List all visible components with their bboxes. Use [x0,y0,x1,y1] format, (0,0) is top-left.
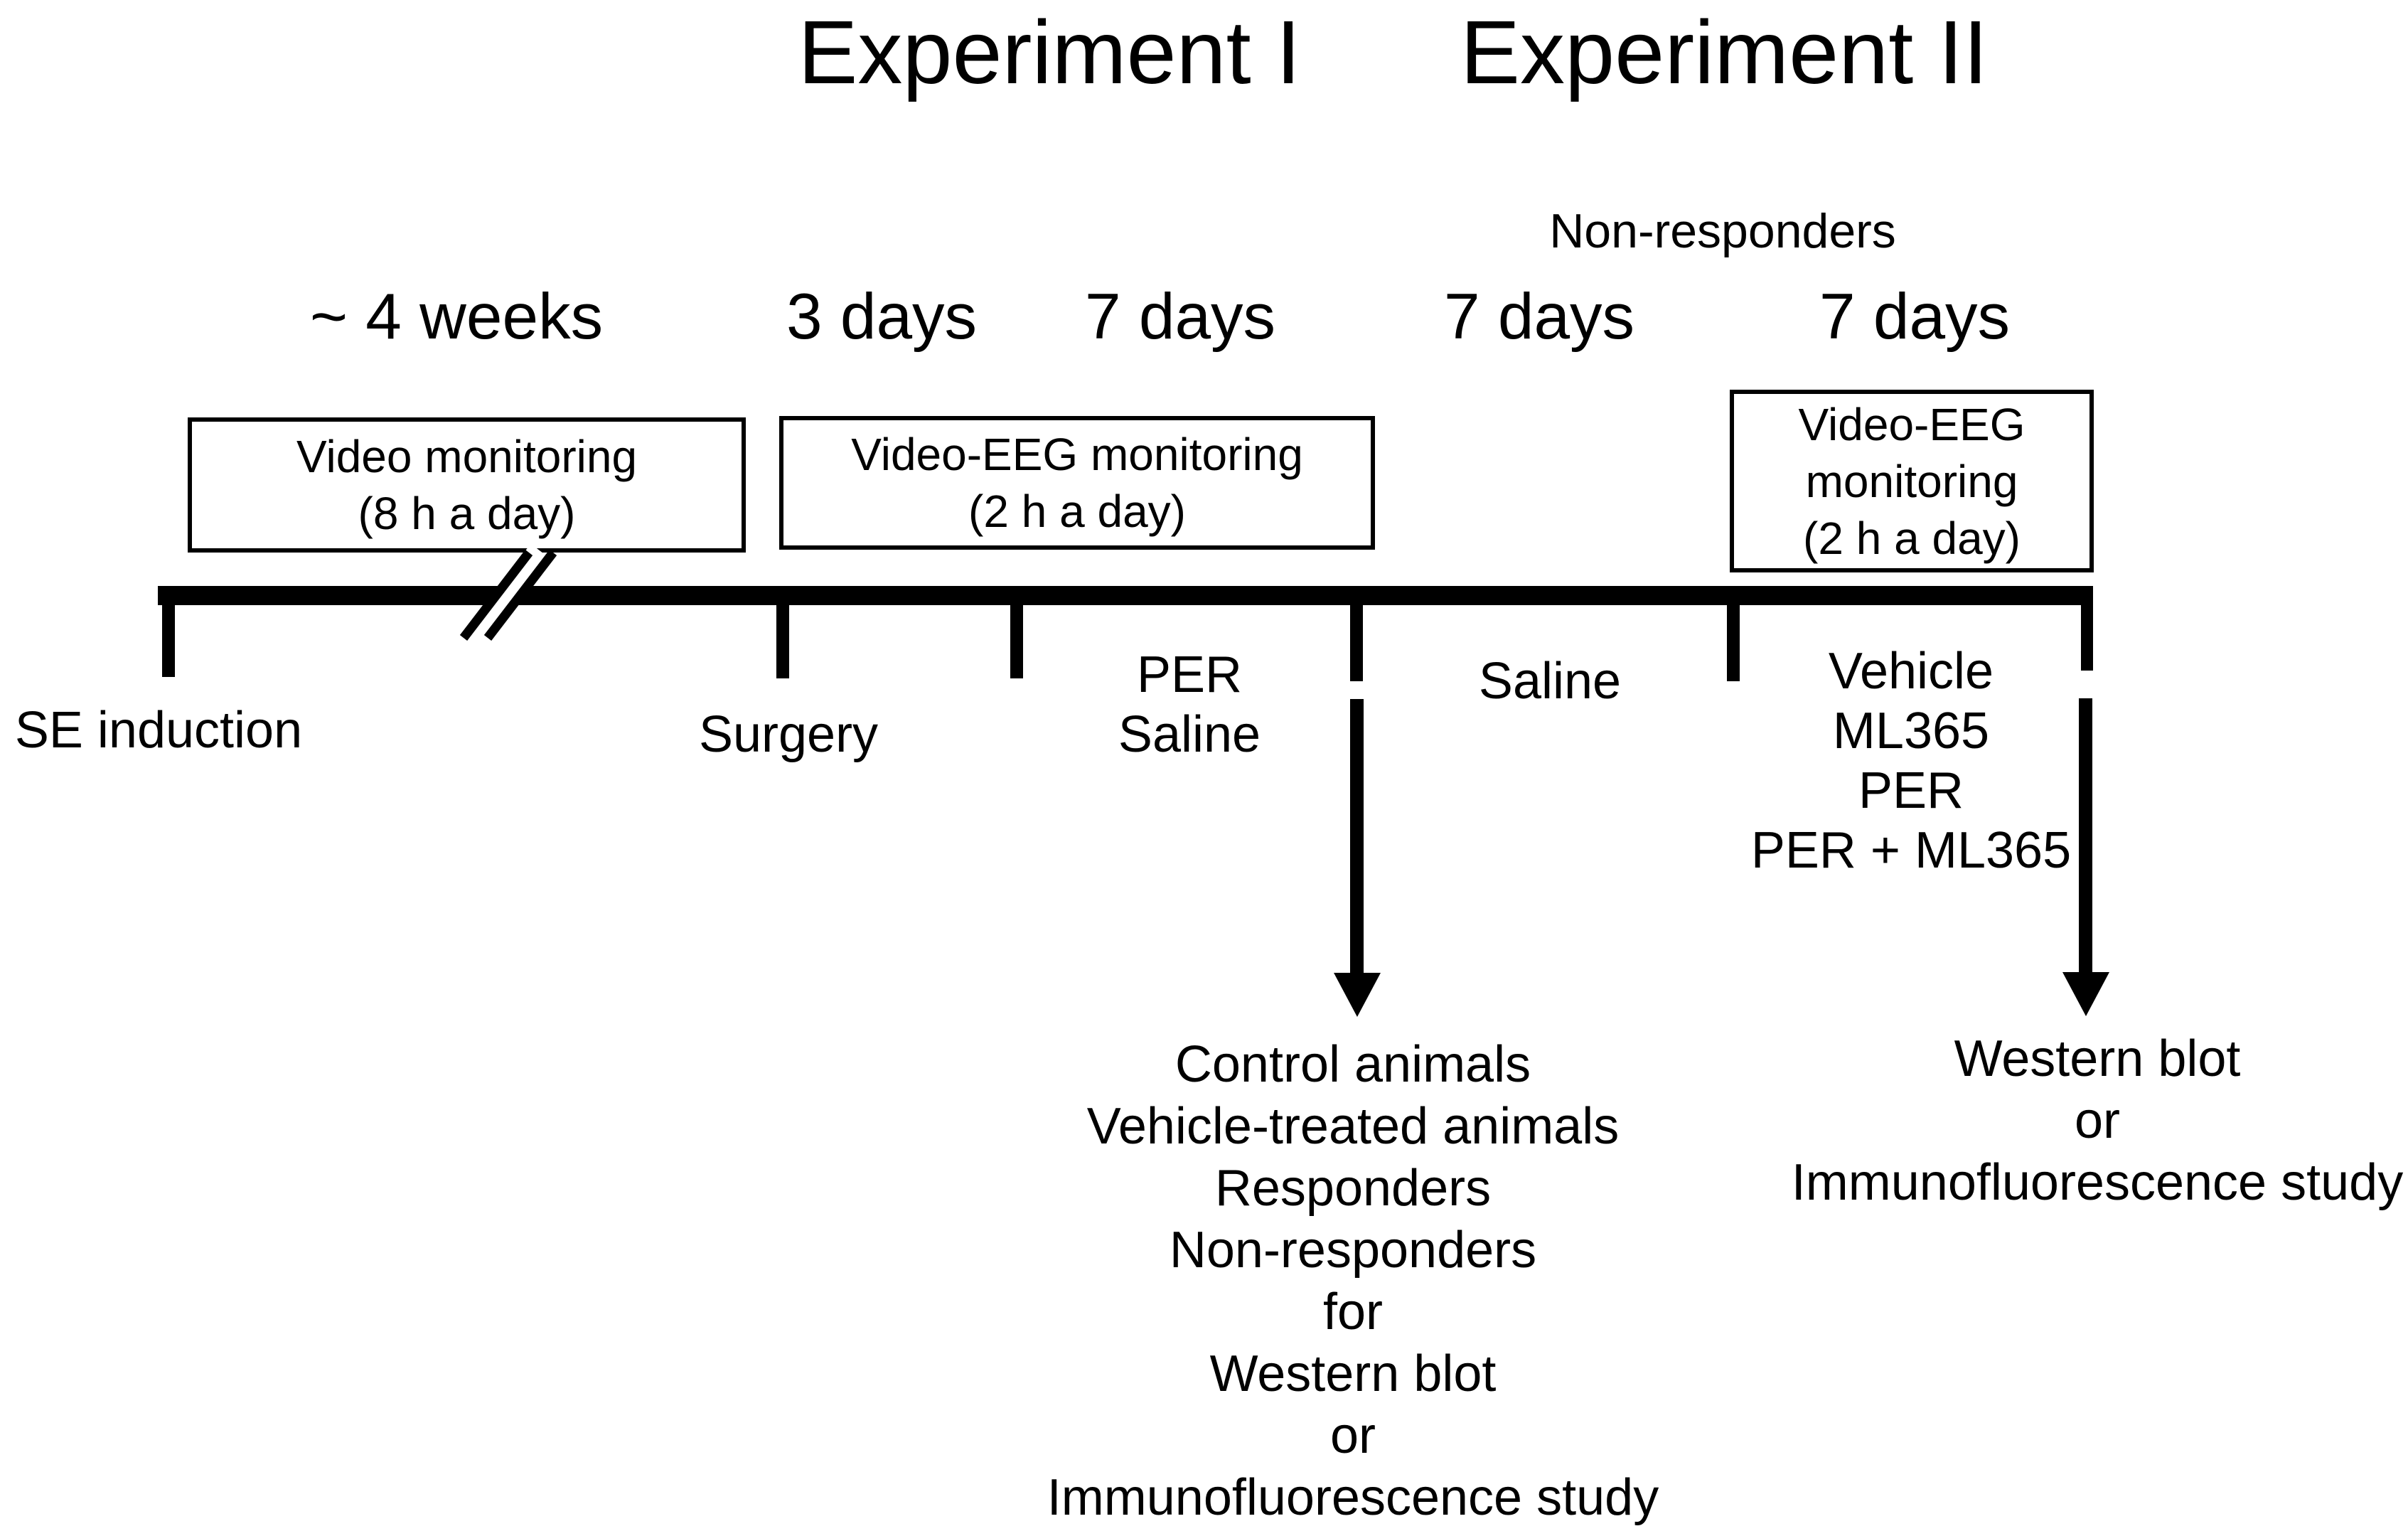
box-line: (2 h a day) [1803,512,2021,564]
box-line: Video monitoring [296,431,638,482]
timeline-break-icon [459,543,557,644]
outcome-line: Vehicle-treated animals [1086,1098,1620,1155]
exp2-down-arrow-shaft-icon [2079,698,2092,972]
outcome-line: Control animals [1174,1036,1531,1093]
box-line: monitoring [1805,455,2018,507]
exp1-treatment-label: PER Saline [1047,645,1332,764]
exp1-down-arrowhead-icon [1334,973,1381,1017]
duration-label-3days: 3 days [786,281,978,353]
treatment-line: Saline [1118,706,1261,763]
timeline-tick-surgery [776,603,789,678]
timeline-tick-se-induction [162,603,175,677]
experiment1-title: Experiment I [798,2,1301,102]
timeline-tick-exp2-treatment-start [1727,603,1740,681]
box-line: Video-EEG [1798,398,2026,450]
timeline-bar [158,586,2092,605]
exp2-treatment-label: Vehicle ML365 PER PER + ML365 [1733,641,2089,880]
duration-label-7days-exp1: 7 days [1084,281,1276,353]
timeline-tick-exp1-end [1350,603,1363,681]
treatment-line: Vehicle [1828,643,1994,700]
outcome-line: or [1329,1407,1376,1464]
outcome-line: Immunofluorescence study [1047,1469,1659,1526]
outcome-line: Immunofluorescence study [1791,1154,2404,1211]
outcome-line: Non-responders [1169,1222,1537,1279]
nonresponders-label: Non-responders [1549,204,1896,258]
treatment-line: ML365 [1832,703,1990,759]
video-eeg-monitoring-box-exp2: Video-EEG monitoring (2 h a day) [1730,390,2094,572]
duration-label-7days-exp2: 7 days [1819,281,2011,353]
outcome-line: Western blot [1209,1345,1497,1402]
timeline-end-cap [2081,586,2093,671]
timeline-tick-exp1-treatment-start [1010,603,1023,678]
se-induction-label: SE induction [14,702,303,759]
experiment2-title: Experiment II [1460,2,1989,102]
exp2-saline-label: Saline [1478,653,1622,710]
treatment-line: PER + ML365 [1750,822,2072,879]
duration-label-7days-saline: 7 days [1443,281,1635,353]
treatment-line: PER [1858,762,1964,819]
exp2-outcome-block: Western blot or Immunofluorescence study [1783,1028,2408,1214]
duration-label-4weeks: ~ 4 weeks [309,281,604,353]
outcome-line: Responders [1214,1160,1492,1217]
box-line: (2 h a day) [968,486,1186,537]
exp1-outcome-block: Control animals Vehicle-treated animals … [997,1034,1708,1529]
box-line: (8 h a day) [358,488,576,539]
treatment-line: PER [1136,646,1243,703]
outcome-line: Western blot [1954,1030,2241,1087]
surgery-label: Surgery [698,706,879,763]
video-monitoring-box: Video monitoring (8 h a day) [188,417,746,553]
exp1-down-arrow-shaft-icon [1350,699,1364,973]
video-eeg-monitoring-box-exp1: Video-EEG monitoring (2 h a day) [779,416,1375,550]
outcome-line: for [1322,1284,1384,1340]
exp2-down-arrowhead-icon [2062,972,2109,1016]
outcome-line: or [2074,1092,2121,1149]
box-line: Video-EEG monitoring [851,429,1303,480]
